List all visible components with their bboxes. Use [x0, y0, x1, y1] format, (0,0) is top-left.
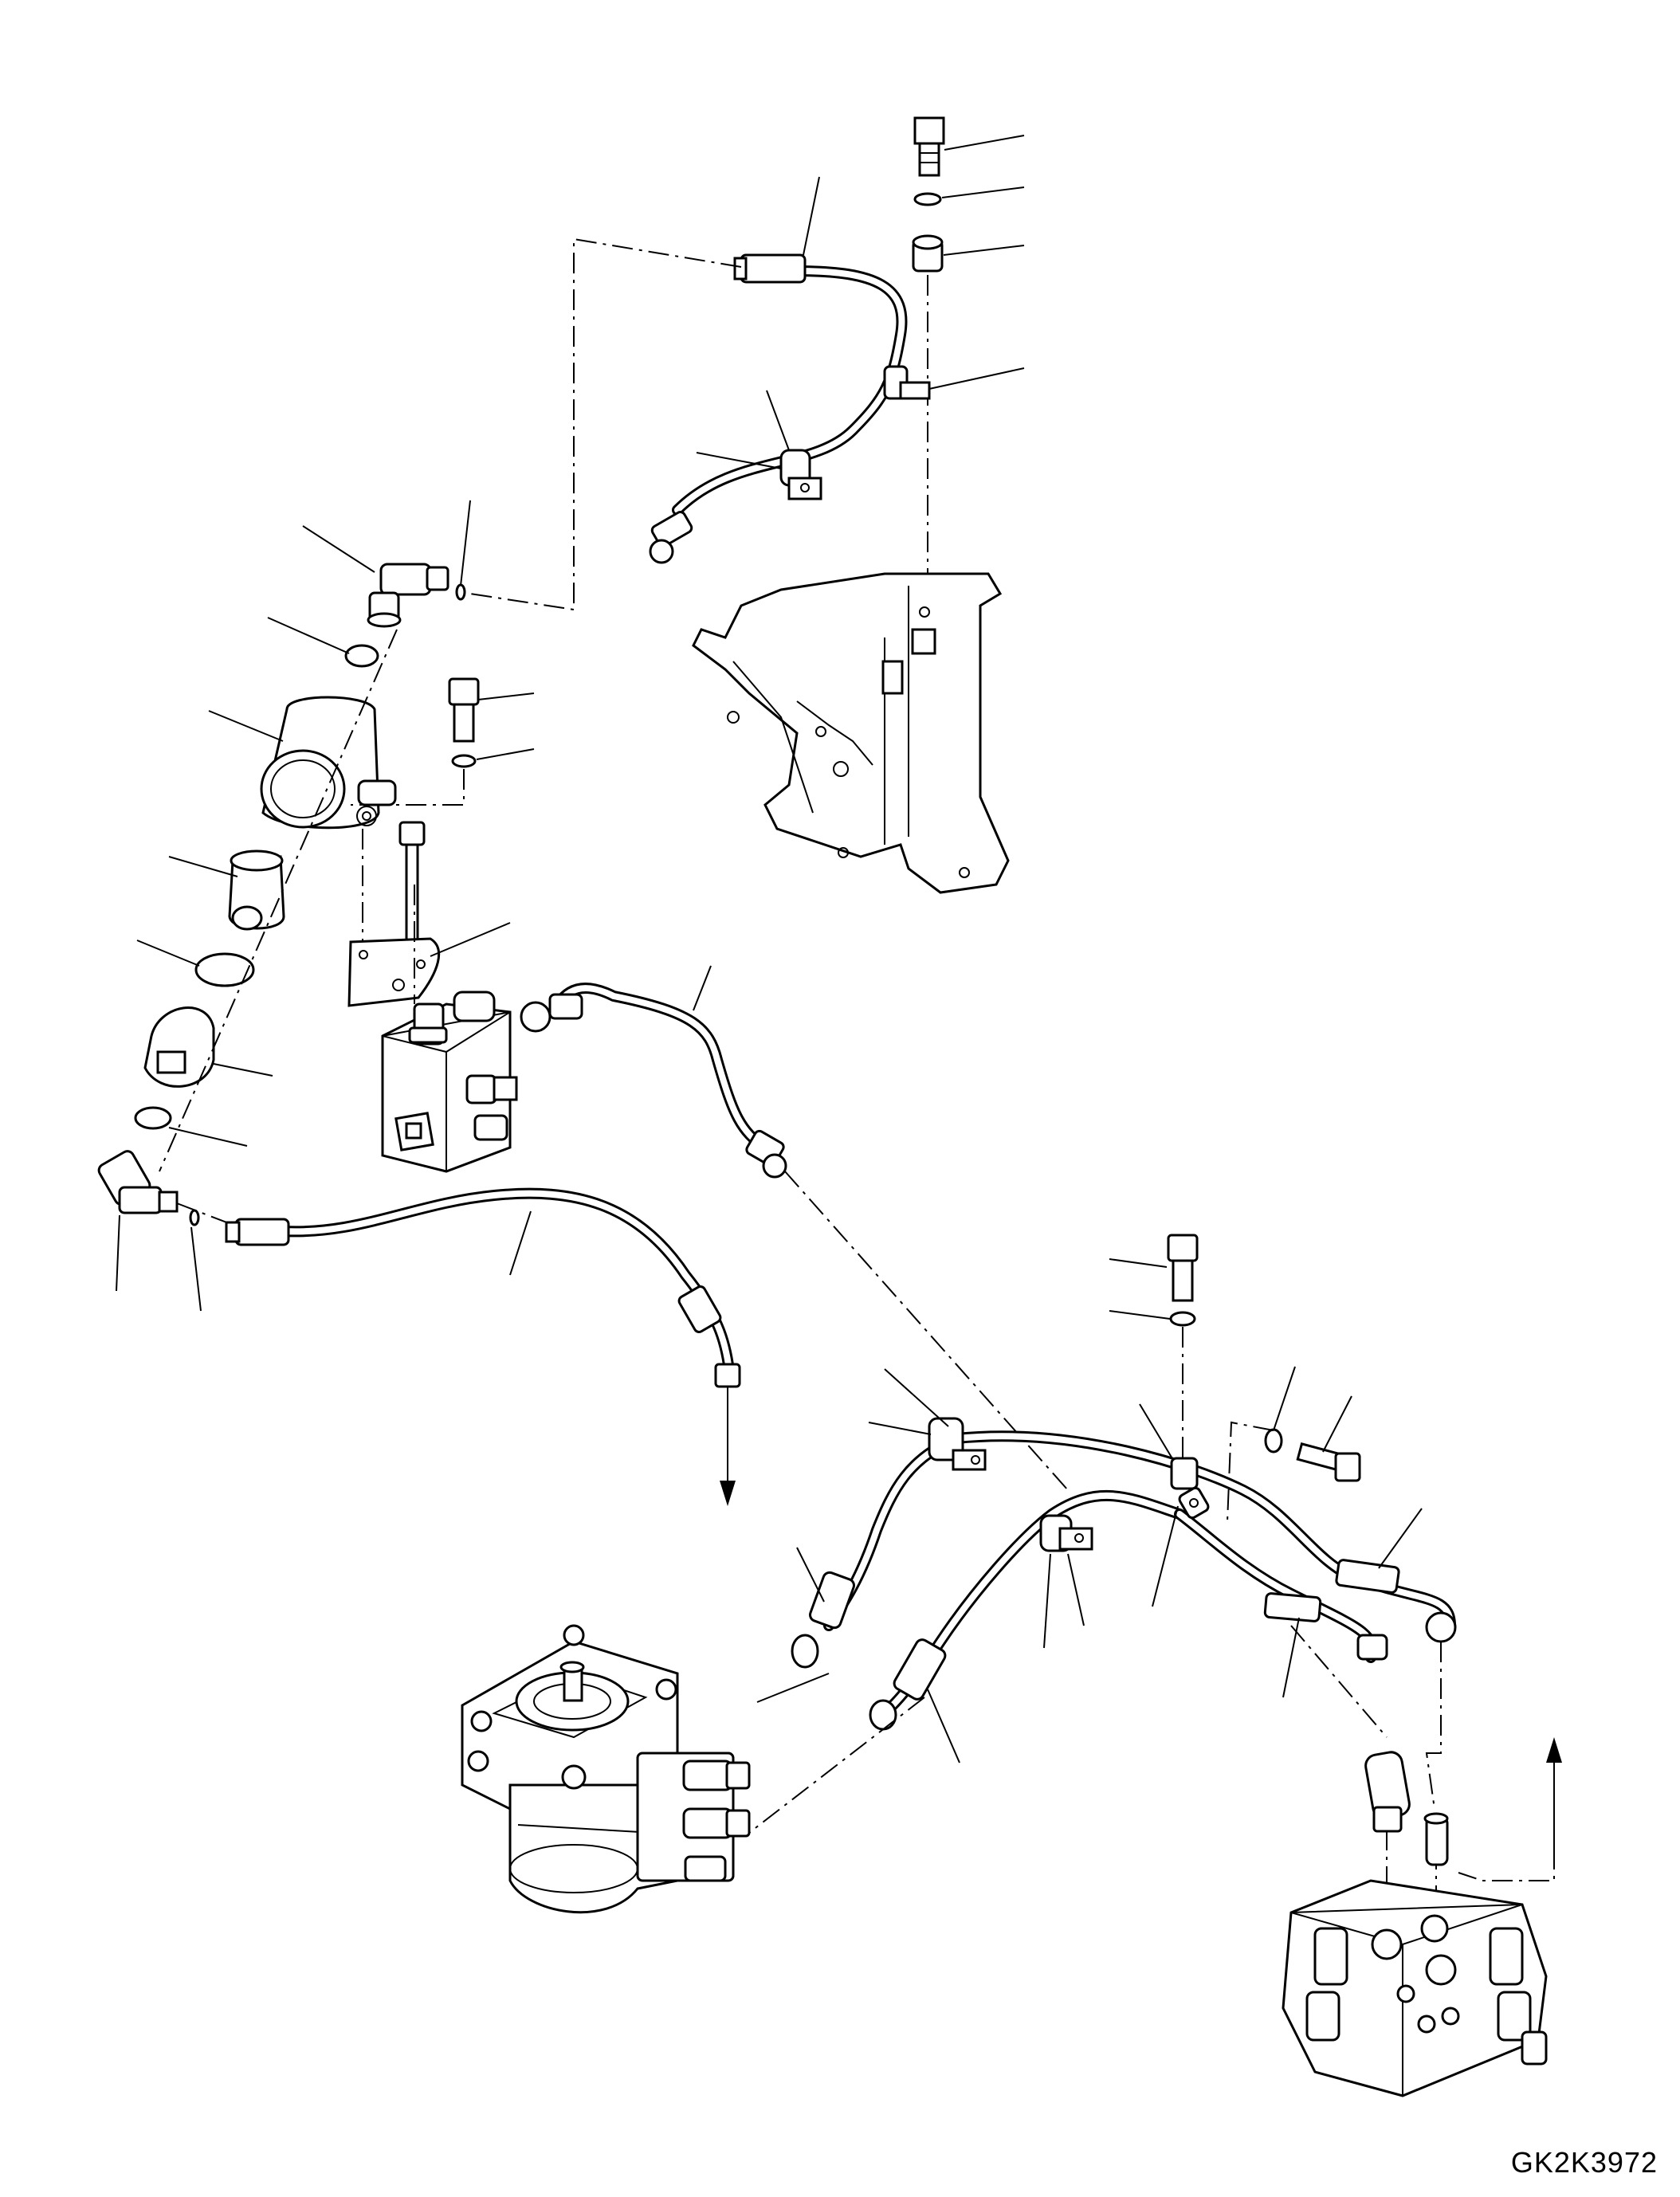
elbow-top: [367, 563, 449, 628]
upper-hose-assembly: [469, 116, 1025, 622]
plate-bolt: [398, 821, 426, 942]
upper-hose-clamp-1: [883, 365, 931, 400]
hydraulic-pump: [461, 1624, 751, 1914]
mounting-plate: [347, 937, 441, 1007]
control-valve: [1282, 1751, 1548, 2097]
clamp-right-1: [1170, 1457, 1199, 1490]
washer-top: [913, 192, 942, 206]
clamp-b: [1039, 1514, 1093, 1552]
pump-port-fittings: [682, 1760, 751, 1839]
drawing-code-label: GK2K3972: [1510, 2146, 1658, 2179]
valve-block: [381, 885, 518, 1173]
filter-assembly: [97, 500, 535, 1312]
upper-hose-clamp-2: [779, 449, 822, 500]
washer-mid: [451, 754, 477, 768]
bolt-mid: [448, 677, 480, 743]
bolt-top: [913, 116, 945, 177]
o-ring-filter-top: [344, 644, 379, 668]
elbow-bottom: [97, 1150, 179, 1214]
lower-left-hose: [225, 1187, 741, 1506]
right-hose-assembly: [748, 1234, 1457, 1960]
o-ring-element: [194, 952, 255, 987]
sleeve-right-b: [1263, 1592, 1322, 1622]
filter-cap: [143, 1006, 215, 1088]
sleeve-right-a: [1335, 1559, 1400, 1594]
clamp-right-2: [1178, 1486, 1210, 1520]
upper-hose-end-fitting: [740, 253, 807, 284]
bolt-right-side: [1296, 1442, 1361, 1482]
filter-element: [228, 849, 285, 931]
upper-hose-lower-fitting: [650, 511, 693, 547]
bolt-right-top: [1167, 1234, 1199, 1302]
o-ring-small-top: [455, 583, 466, 601]
spacer-top: [912, 234, 944, 273]
bracket-frame: [692, 572, 1010, 894]
mid-hose: [520, 965, 1069, 1491]
valve-block-assembly: [347, 821, 518, 1173]
washer-right-side: [1264, 1428, 1283, 1454]
filter-head: [260, 696, 397, 830]
washer-right-top: [1169, 1311, 1196, 1327]
o-ring-bottom: [134, 1106, 172, 1130]
o-ring-small-bottom: [189, 1209, 200, 1226]
flow-arrow-right: [1458, 1737, 1562, 1881]
